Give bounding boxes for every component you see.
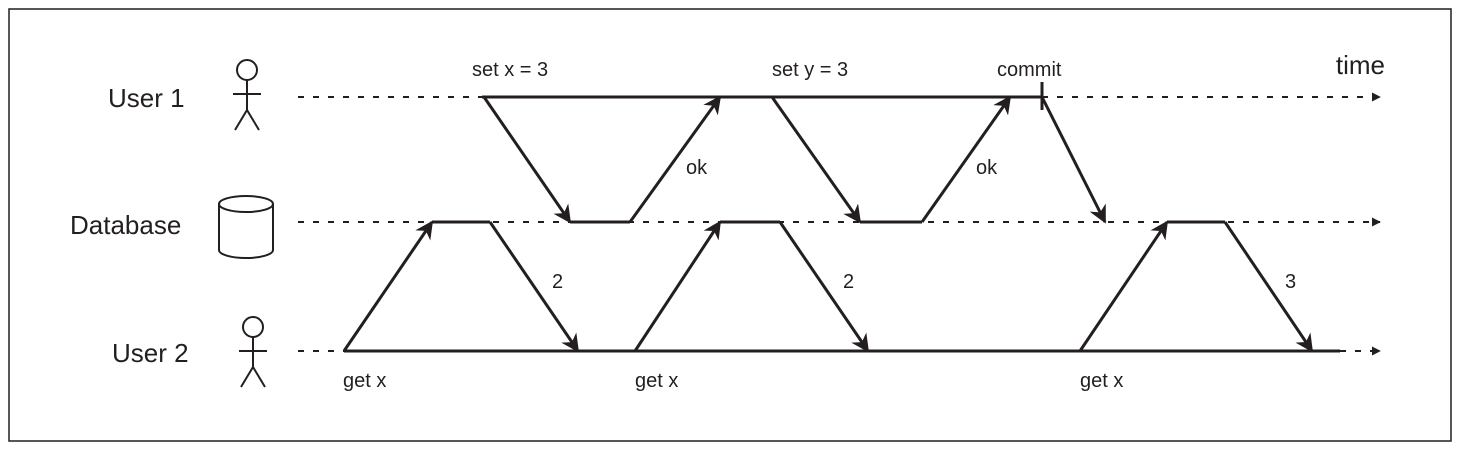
set-x-label: set x = 3 bbox=[472, 59, 548, 81]
lane-label-user2: User 2 bbox=[112, 338, 189, 368]
get-x-response-arrow-1 bbox=[488, 221, 580, 353]
set-x-request-arrow bbox=[482, 96, 572, 224]
diagram-frame bbox=[8, 8, 1452, 442]
set-y-request-arrow bbox=[770, 96, 862, 224]
read-result-label-1: 2 bbox=[552, 271, 563, 293]
set-y-label: set y = 3 bbox=[772, 59, 848, 81]
get-x-response-arrow-3 bbox=[1223, 221, 1314, 353]
get-x-request-arrow-2 bbox=[633, 220, 722, 352]
read-result-label-3: 3 bbox=[1285, 271, 1296, 293]
user1-timeline bbox=[298, 82, 1381, 110]
lane-label-user1: User 1 bbox=[108, 83, 185, 113]
get-x-label-2: get x bbox=[635, 370, 678, 392]
get-x-request-arrow-1 bbox=[342, 220, 434, 352]
get-x-request-arrow-3 bbox=[1078, 220, 1169, 352]
lane-label-database: Database bbox=[70, 210, 181, 240]
get-x-response-arrow-2 bbox=[778, 221, 870, 353]
commit-arrow bbox=[1040, 96, 1107, 224]
user1-stick-figure-icon bbox=[233, 59, 261, 131]
read-result-label-2: 2 bbox=[843, 271, 854, 293]
user2-stick-figure-icon bbox=[239, 316, 267, 388]
database-cylinder-icon bbox=[218, 195, 274, 259]
commit-label: commit bbox=[997, 59, 1062, 81]
ok-label-1: ok bbox=[686, 157, 708, 179]
get-x-label-3: get x bbox=[1080, 370, 1123, 392]
get-x-label-1: get x bbox=[343, 370, 386, 392]
time-axis-label: time bbox=[1336, 50, 1385, 80]
ok-label-2: ok bbox=[976, 157, 998, 179]
set-x-ok-arrow bbox=[628, 95, 722, 223]
set-y-ok-arrow bbox=[920, 95, 1012, 223]
